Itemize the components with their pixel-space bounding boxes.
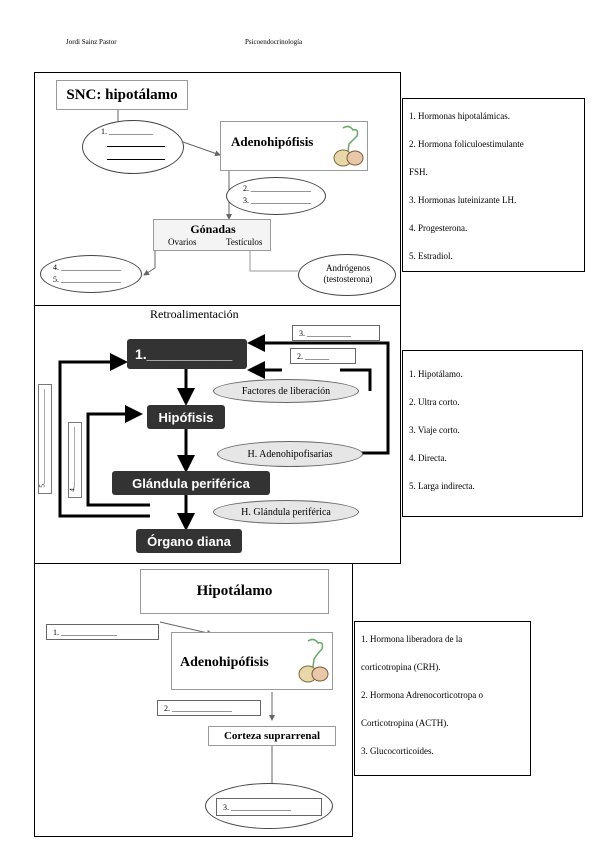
legend-item: 1. Hipotálamo. [409,369,463,379]
legend-item: 1. Hormona liberadora de la [361,634,463,644]
blank-5-label: 5. [38,482,47,488]
blank-5: 5. _______________ [53,275,121,284]
legend-item: corticotropina (CRH). [361,662,441,672]
blank-ellipse-3: 3. _______________ [205,783,333,829]
adenohypophysis-label: Adenohipófisis [231,134,314,149]
blank-box-2: 2. _______________ [157,700,261,716]
legend-item: 4. Progesterona. [409,223,468,233]
gonads-box: Gónadas Ovarios Testículos [153,219,271,251]
snc-hypothalamus-box: SNC: hipotálamo [56,80,188,110]
legend-item: FSH. [409,167,428,177]
blank-2: 2. _______________ [243,184,311,193]
legend-panel2: 1. Hipotálamo. 2. Ultra corto. 3. Viaje … [402,350,583,517]
blank-line [74,427,75,487]
legend-item: 2. Hormona foliculoestimulante [409,139,524,149]
adenohypophysis-box: Adenohipófisis [220,121,368,171]
blank-2: 2. ______ [297,352,329,361]
legend-item: 5. Estradiol. [409,251,453,261]
blank-line [44,389,45,483]
document-subject: Psicoendocrinología [245,38,303,46]
blank-4: 4. _______________ [53,263,121,272]
vertical-blank-4: 4. [68,422,82,498]
hypophysis-box: Hipófisis [147,405,225,429]
legend-item: 3. Viaje corto. [409,425,460,435]
blank-line [107,146,165,147]
testosterone-label: (testosterona) [323,274,373,284]
blank-box-3: 3. ___________ [292,325,380,341]
legend-item: 3. Hormonas luteinizante LH. [409,195,517,205]
pituitary-gland-icon [298,638,329,683]
target-organ-box: Órgano diana [136,529,242,553]
blank-ellipse-1: 1. ___________ [82,120,184,174]
blank-1: 1. ______________ [53,628,117,637]
adenohypophysis-label: Adenohipófisis [180,655,269,670]
blank-3: 3. ___________ [299,329,351,338]
ovaries-label: Ovarios [168,237,197,247]
blank-line [107,159,165,160]
feedback-title: Retroalimentación [150,307,239,321]
adenohypophysis-box: Adenohipófisis [171,632,333,690]
gonads-label: Gónadas [190,222,236,236]
hypothalamus-blank-box: 1.___________ [127,339,247,369]
testicles-label: Testículos [226,237,263,247]
blank-box-3: 3. _______________ [216,798,322,816]
legend-item: 5. Larga indirecta. [409,481,475,491]
peripheral-gland-box: Glándula periférica [112,471,270,495]
blank-4-label: 4. [68,486,77,492]
legend-panel1: 1. Hormonas hipotalámicas. 2. Hormona fo… [402,98,585,272]
blank-3: 3. _______________ [223,803,291,812]
releasing-factors-ellipse: Factores de liberación [213,379,359,403]
peripheral-gland-hormones-ellipse: H. Glándula periférica [213,500,359,524]
legend-item: 2. Ultra corto. [409,397,460,407]
blank-ellipse-2-3: 2. _______________ 3. _______________ [226,177,326,215]
blank-3: 3. _______________ [243,196,311,205]
androgens-label: Andrógenos [326,263,370,273]
blank-box-1: 1. ______________ [46,624,159,640]
legend-item: 4. Directa. [409,453,447,463]
blank-1: 1. ___________ [101,127,153,136]
legend-panel3: 1. Hormona liberadora de la corticotropi… [354,621,531,776]
panel-adrenal-axis [34,563,353,837]
adrenal-cortex-box: Corteza suprarrenal [208,726,336,746]
legend-item: 2. Hormona Adrenocorticotropa o [361,690,483,700]
adenohypophyseal-hormones-ellipse: H. Adenohipofisarias [217,441,363,467]
blank-2: 2. _______________ [164,704,232,713]
hypothalamus-box: Hipotálamo [140,569,329,614]
androgens-ellipse: Andrógenos (testosterona) [298,254,396,296]
blank-box-2: 2. ______ [290,348,356,364]
legend-item: 1. Hormonas hipotalámicas. [409,111,510,121]
vertical-blank-5: 5. [38,384,52,494]
legend-item: 3. Glucocorticoides. [361,746,434,756]
legend-item: Corticotropina (ACTH). [361,718,449,728]
author-name: Jordi Sainz Pastor [66,38,117,46]
pituitary-gland-icon [333,125,364,167]
blank-ellipse-4-5: 4. _______________ 5. _______________ [40,255,142,293]
